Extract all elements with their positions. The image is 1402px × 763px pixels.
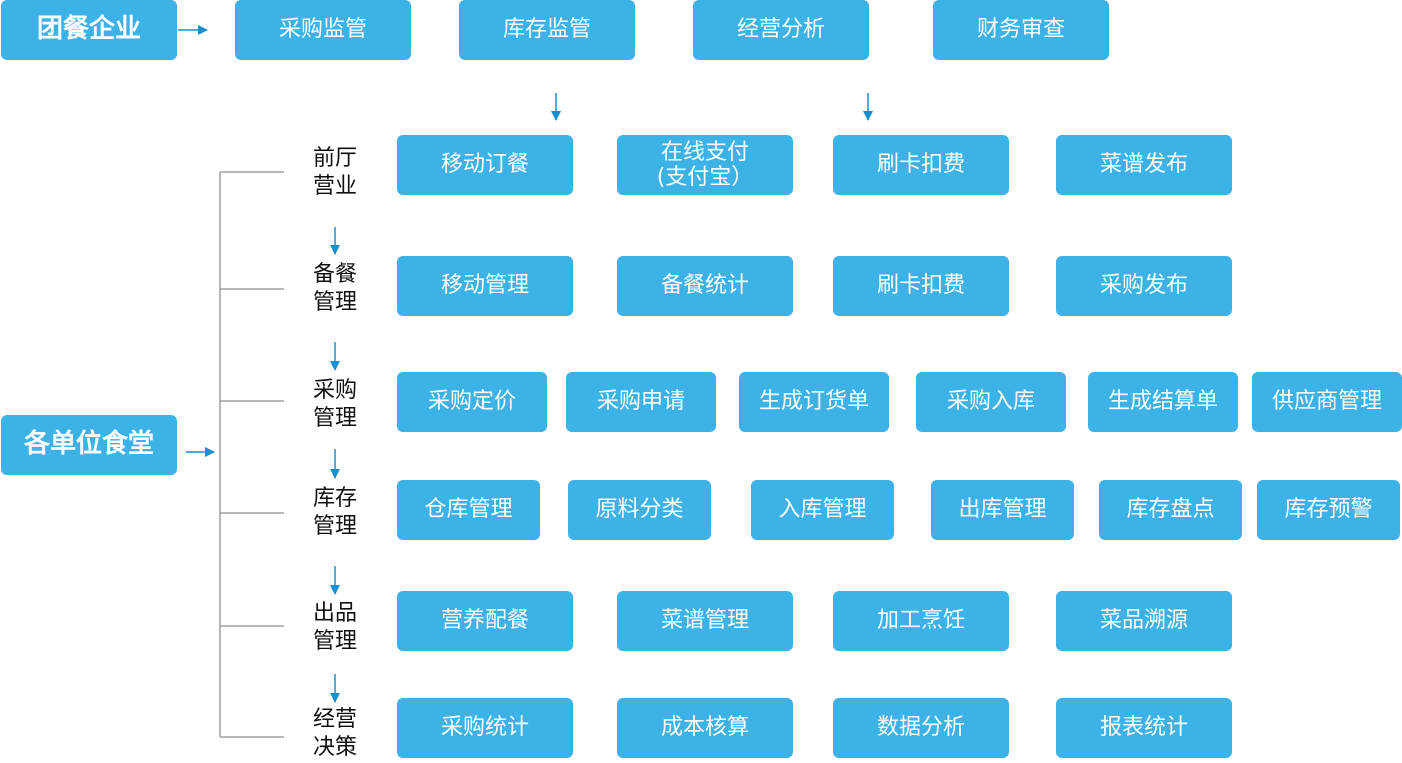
- stage-label-line: 管理: [312, 406, 357, 431]
- stage-label-purchase: 采购 管理: [305, 377, 365, 433]
- top-item-inventory-supervision: 库存监管: [459, 0, 635, 60]
- stage-label-line: 管理: [312, 629, 357, 654]
- item-purchase-request: 采购申请: [566, 372, 716, 432]
- stage-bracket: [219, 171, 284, 738]
- item-menu-publish: 菜谱发布: [1056, 135, 1232, 195]
- top-item-purchase-supervision: 采购监管: [235, 0, 411, 60]
- stage-label-line: 采购: [312, 378, 357, 403]
- stage-label-line: 决策: [312, 735, 357, 760]
- item-prep-statistics: 备餐统计: [617, 256, 793, 316]
- stage-label-line: 前厅: [312, 146, 357, 171]
- item-purchase-publish: 采购发布: [1056, 256, 1232, 316]
- item-purchase-inbound: 采购入库: [916, 372, 1066, 432]
- stage-label-line: 营业: [312, 174, 357, 199]
- stage-label-line: 经营: [312, 707, 357, 732]
- stage-label-line: 库存: [312, 486, 357, 511]
- item-data-analysis: 数据分析: [833, 698, 1009, 758]
- item-mobile-management: 移动管理: [397, 256, 573, 316]
- item-dish-traceability: 菜品溯源: [1056, 591, 1232, 651]
- item-purchase-pricing: 采购定价: [397, 372, 547, 432]
- stage-label-front: 前厅 营业: [305, 145, 365, 201]
- stage-label-output: 出品 管理: [305, 600, 365, 656]
- item-supplier-management: 供应商管理: [1252, 372, 1402, 432]
- item-material-category: 原料分类: [568, 480, 711, 540]
- item-generate-settlement: 生成结算单: [1088, 372, 1238, 432]
- item-card-deduction: 刷卡扣费: [833, 256, 1009, 316]
- item-mobile-ordering: 移动订餐: [397, 135, 573, 195]
- item-online-payment: 在线支付 (支付宝）: [617, 135, 793, 195]
- item-nutrition-meal: 营养配餐: [397, 591, 573, 651]
- top-item-finance-review: 财务审查: [933, 0, 1109, 60]
- item-generate-order: 生成订货单: [739, 372, 889, 432]
- stage-label-decision: 经营 决策: [305, 706, 365, 762]
- item-processing-cooking: 加工烹饪: [833, 591, 1009, 651]
- item-warehouse-management: 仓库管理: [397, 480, 540, 540]
- stage-label-prep: 备餐 管理: [305, 261, 365, 317]
- top-item-operation-analysis: 经营分析: [693, 0, 869, 60]
- stage-label-line: 管理: [312, 514, 357, 539]
- item-outbound-management: 出库管理: [931, 480, 1074, 540]
- item-cost-accounting: 成本核算: [617, 698, 793, 758]
- canteen-box: 各单位食堂: [1, 415, 177, 475]
- item-card-deduction: 刷卡扣费: [833, 135, 1009, 195]
- item-stock-count: 库存盘点: [1099, 480, 1242, 540]
- item-menu-management: 菜谱管理: [617, 591, 793, 651]
- stage-label-inventory: 库存 管理: [305, 485, 365, 541]
- item-report-statistics: 报表统计: [1056, 698, 1232, 758]
- stage-label-line: 管理: [312, 290, 357, 315]
- item-stock-alert: 库存预警: [1257, 480, 1400, 540]
- stage-label-line: 出品: [312, 601, 357, 626]
- company-box: 团餐企业: [1, 0, 177, 60]
- item-inbound-management: 入库管理: [751, 480, 894, 540]
- stage-label-line: 备餐: [312, 262, 357, 287]
- item-purchase-statistics: 采购统计: [397, 698, 573, 758]
